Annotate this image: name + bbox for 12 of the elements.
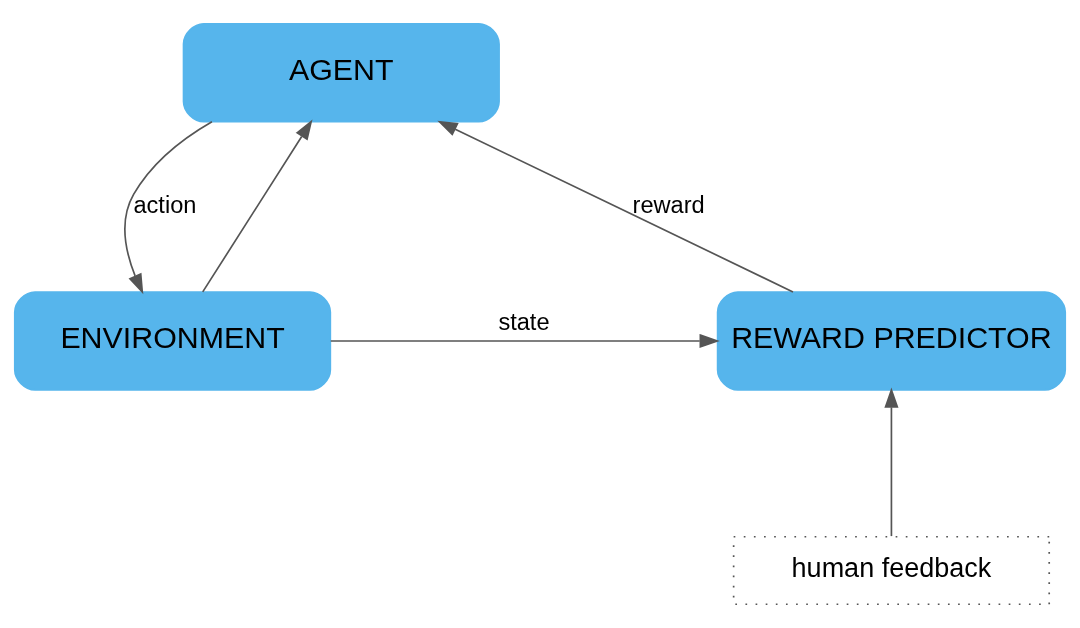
arrow [329,333,720,349]
arrow [201,119,313,293]
edge-label: reward [632,192,705,219]
edge-label: state [498,308,550,335]
arrow [437,120,794,293]
node-box: REWARD PREDICTOR [716,291,1067,391]
arrow [884,387,899,537]
node-box: ENVIRONMENT [13,291,332,391]
edge-label: action [133,192,197,219]
node-box: AGENT [182,22,500,123]
arrow [124,120,213,295]
node-box: human feedback [732,535,1051,606]
